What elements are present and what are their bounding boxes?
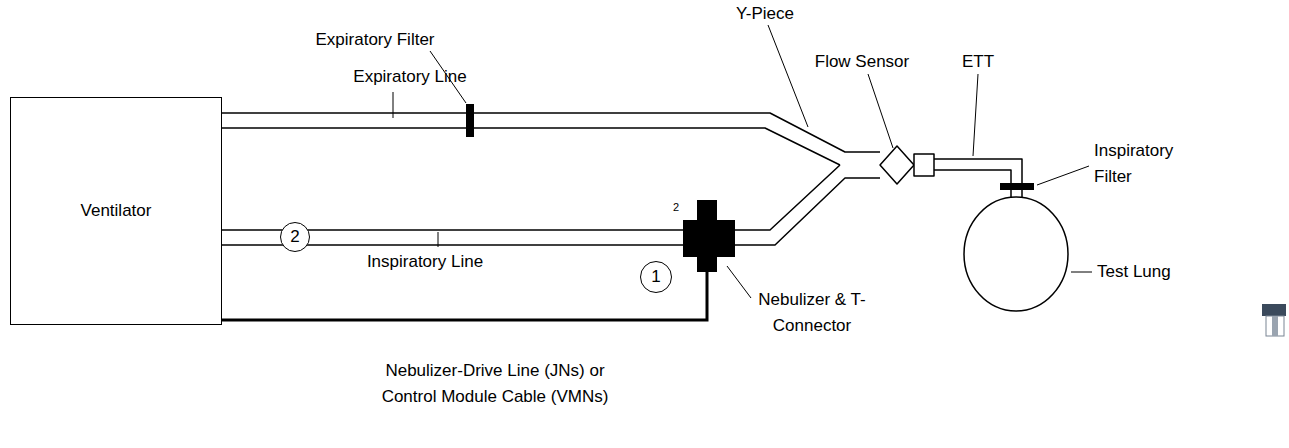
leader-line [768,25,808,127]
part-label: Flow Sensor [815,52,909,72]
test-lung-symbol [964,197,1068,311]
ett-tube-wall [934,170,1011,183]
part-label: Inspiratory Filter [1094,138,1194,190]
adapter-symbol [914,154,934,176]
part-label: Nebulizer & T-Connector [757,287,867,339]
part-label: Nebulizer-Drive Line (JNs) or Control Mo… [364,358,626,410]
device-picture [1262,304,1286,316]
callout-number: 2 [673,201,679,214]
t-connector-symbol [683,220,735,257]
leader-lines [393,25,1092,298]
device-picture [1262,304,1286,336]
expiratory-tube-wall [222,112,466,114]
part-label: Test Lung [1097,262,1171,282]
part-label: Expiratory Filter [315,30,434,50]
part-label: Expiratory Line [353,67,466,87]
callout-number: 1 [651,268,660,287]
leader-line [1037,166,1089,185]
expiratory-filter-symbol [466,104,474,137]
leader-line [393,92,394,118]
drive-line [222,272,707,320]
callout-circle: 1 [640,261,672,293]
flow-sensor-symbol [880,146,914,184]
leader-line [727,266,751,298]
part-label: Y-Piece [736,4,794,24]
leader-line [868,74,893,148]
tubing [222,113,1068,311]
part-label: ETT [962,52,994,72]
filters [466,104,1034,272]
leader-line [438,232,439,247]
leader-line [973,74,978,156]
leader-line [1071,272,1092,273]
callout-circle: 2 [280,222,310,252]
node-title: Ventilator [81,202,152,221]
inspiratory-filter-symbol [1000,183,1034,190]
ventilator-box: Ventilator [10,97,222,325]
inspiratory-tube-wall [735,178,880,245]
part-label: Inspiratory Line [367,252,483,272]
device-picture [1272,316,1278,336]
callout-number: 2 [290,228,299,247]
expiratory-tube-wall [474,128,840,165]
expiratory-tube-wall [222,127,466,129]
device-picture [1266,316,1284,336]
ett-tube-wall [934,159,1022,183]
expiratory-tube-wall [474,113,880,152]
